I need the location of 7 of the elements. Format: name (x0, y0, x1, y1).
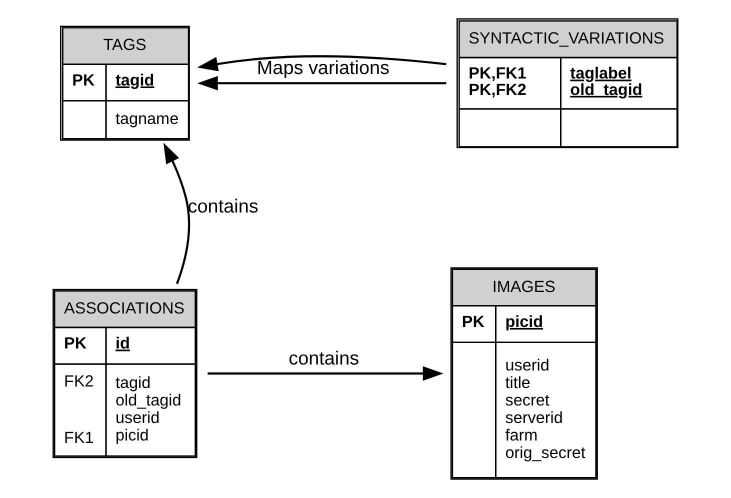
edge-label: contains (288, 348, 360, 370)
arrow (163, 142, 190, 284)
arrow (197, 55, 446, 72)
arrow (197, 76, 446, 90)
edge-label: Maps variations (256, 58, 390, 80)
edge-label: contains (188, 196, 258, 218)
arrow (208, 366, 444, 381)
